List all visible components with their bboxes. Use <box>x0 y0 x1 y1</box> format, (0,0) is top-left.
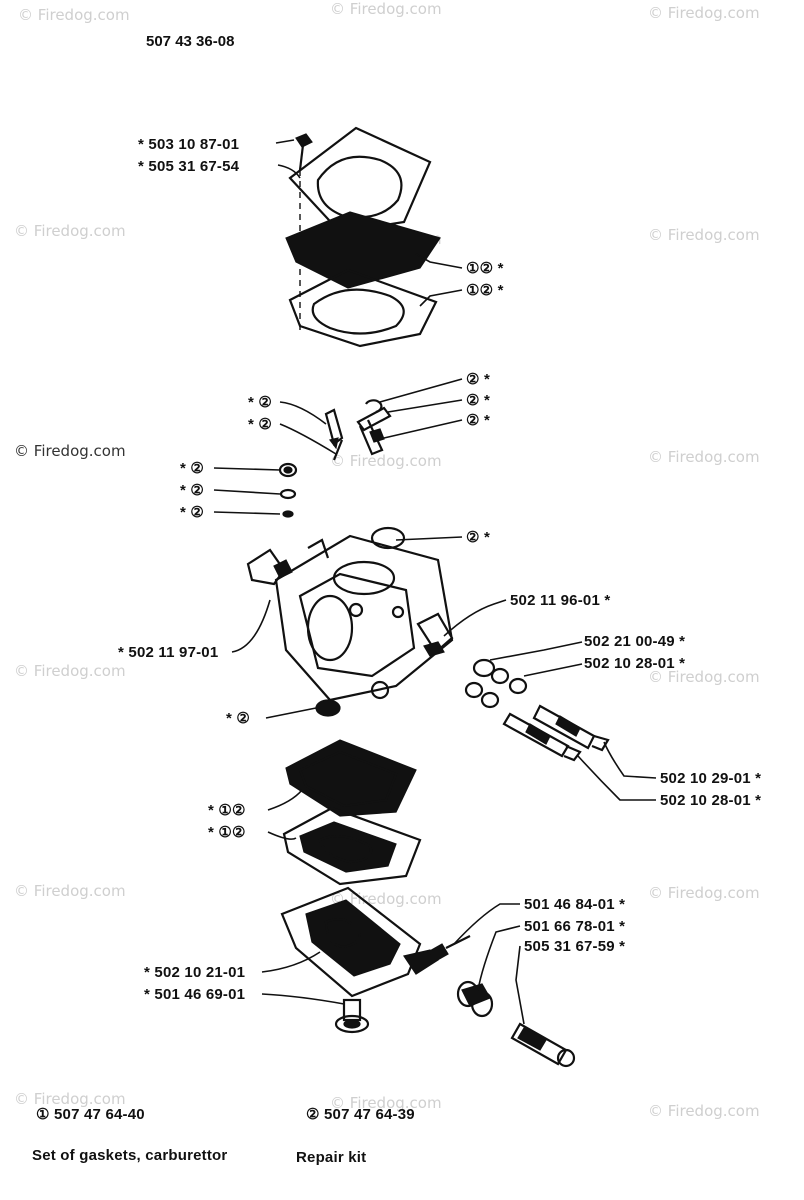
pump-cover-assembly <box>285 126 441 348</box>
callout-label: * ①② <box>208 824 246 841</box>
callout-label: * ② <box>248 394 272 411</box>
svg-text:© Firedog.com: © Firedog.com <box>648 4 760 22</box>
svg-text:© Firedog.com: © Firedog.com <box>14 222 126 240</box>
callout-label: ② * <box>466 412 490 429</box>
watermark-2: Firedog.com <box>350 0 442 18</box>
adjustment-needles <box>502 704 610 762</box>
watermark-13: Firedog.com <box>350 890 442 908</box>
svg-text:© Firedog.com: © Firedog.com <box>330 452 442 470</box>
svg-text:© Firedog.com: © Firedog.com <box>14 442 126 460</box>
svg-text:© Firedog.com: © Firedog.com <box>330 0 442 18</box>
watermark-9: Firedog.com <box>668 448 760 466</box>
callout-label: * 502 10 21-01 <box>144 964 245 981</box>
svg-text:© Firedog.com: © Firedog.com <box>648 448 760 466</box>
needle-valve-parts <box>324 399 392 461</box>
callout-label: * ② <box>226 710 250 727</box>
small-washers <box>278 462 298 518</box>
callout-label: * ② <box>180 460 204 477</box>
idle-washers <box>464 658 528 709</box>
callout-label: ② * <box>466 529 490 546</box>
svg-text:© Firedog.com: © Firedog.com <box>14 1090 126 1108</box>
watermark-3: Firedog.com <box>668 4 760 22</box>
watermark-17: Firedog.com <box>668 1102 760 1120</box>
callout-label: 505 31 67-59 * <box>524 938 625 955</box>
kit2-name: Repair kit <box>296 1149 366 1166</box>
carburetor-body <box>246 526 454 702</box>
callout-label: ①② * <box>466 260 504 277</box>
callout-label: * 503 10 87-01 <box>138 136 239 153</box>
metering-diaphragm-group <box>282 739 422 886</box>
svg-text:© Firedog.com: © Firedog.com <box>14 662 126 680</box>
pump-diaphragm <box>285 211 441 289</box>
callout-label: * 501 46 69-01 <box>144 986 245 1003</box>
callout-label: ①② * <box>466 282 504 299</box>
cover-screw-icon <box>334 998 370 1034</box>
callout-labels: * 503 10 87-01 * 505 31 67-54 ①② * ①② * … <box>118 136 761 1003</box>
svg-text:© Firedog.com: © Firedog.com <box>648 668 760 686</box>
watermark-7: Firedog.com <box>34 442 126 460</box>
callout-label: * 505 31 67-54 <box>138 158 240 175</box>
callout-label: * ② <box>180 482 204 499</box>
callout-label: 501 66 78-01 * <box>524 918 625 935</box>
callout-label: 502 10 29-01 * <box>660 770 761 787</box>
callout-label: * ② <box>180 504 204 521</box>
callout-label: 502 10 28-01 * <box>660 792 761 809</box>
callout-label: 502 10 28-01 * <box>584 655 685 672</box>
pump-gasket <box>288 268 438 348</box>
callout-label: 502 21 00-49 * <box>584 633 685 650</box>
watermark-11: Firedog.com <box>668 668 760 686</box>
callout-label: 502 11 96-01 * <box>510 592 610 609</box>
callout-label: * 502 11 97-01 <box>118 644 218 661</box>
svg-text:© Firedog.com: © Firedog.com <box>648 884 760 902</box>
watermark-15: Firedog.com <box>34 1090 126 1108</box>
svg-text:© Firedog.com: © Firedog.com <box>330 1094 442 1112</box>
metering-cover <box>280 886 439 998</box>
kit2-number: ② 507 47 64-39 <box>306 1106 415 1123</box>
watermark-8: Firedog.com <box>350 452 442 470</box>
kit1-name: Set of gaskets, carburettor <box>32 1147 227 1164</box>
watermark-1: Firedog.com <box>38 6 130 24</box>
callout-label: * ①② <box>208 802 246 819</box>
watermark-10: Firedog.com <box>34 662 126 680</box>
svg-text:© Firedog.com: © Firedog.com <box>18 6 130 24</box>
watermark-4: Firedog.com <box>34 222 126 240</box>
svg-text:© Firedog.com: © Firedog.com <box>648 226 760 244</box>
watermark-14: Firedog.com <box>668 884 760 902</box>
watermark-16: Firedog.com <box>350 1094 442 1112</box>
kit-legend: ① 507 47 64-40 ② 507 47 64-39 Set of gas… <box>32 1106 415 1166</box>
header-part-number: 507 43 36-08 <box>146 33 234 50</box>
kit1-number: ① 507 47 64-40 <box>36 1106 145 1123</box>
callout-label: ② * <box>466 392 490 409</box>
screw-icon <box>295 133 313 171</box>
svg-text:© Firedog.com: © Firedog.com <box>14 882 126 900</box>
inlet-fitting-parts <box>427 935 576 1068</box>
watermark-12: Firedog.com <box>34 882 126 900</box>
callout-label: * ② <box>248 416 272 433</box>
leader-lines <box>213 139 657 1025</box>
watermark-6: Firedog.com <box>668 226 760 244</box>
svg-text:© Firedog.com: © Firedog.com <box>648 1102 760 1120</box>
callout-label: ② * <box>466 371 490 388</box>
plug-icon <box>315 699 341 717</box>
callout-label: 501 46 84-01 * <box>524 896 625 913</box>
